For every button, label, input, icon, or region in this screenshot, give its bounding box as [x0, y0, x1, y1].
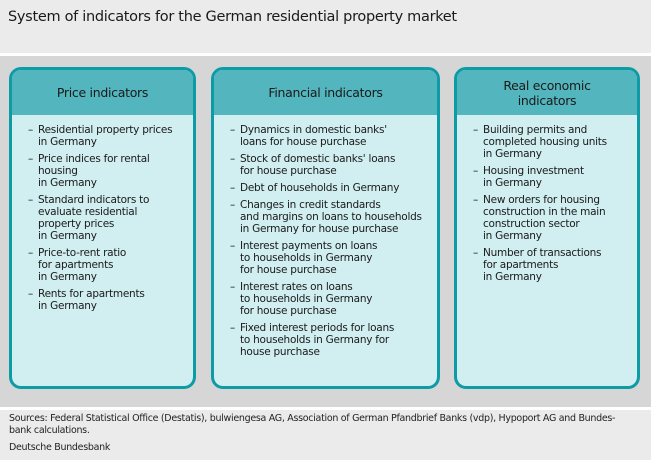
indicator-item: Housing investment in Germany [473, 165, 631, 189]
indicator-item: Price indices for rental housing in Germ… [28, 153, 187, 189]
divider [0, 53, 651, 56]
indicator-item: Debt of households in Germany [230, 182, 431, 194]
indicator-item: Residential property prices in Germany [28, 124, 187, 148]
indicator-item: Rents for apartments in Germany [28, 288, 187, 312]
indicator-item: Changes in credit standards and margins … [230, 199, 431, 235]
indicator-item: Stock of domestic banks' loans for house… [230, 153, 431, 177]
indicator-item: Building permits and completed housing u… [473, 124, 631, 160]
figure-title: System of indicators for the German resi… [8, 9, 457, 25]
financial-indicators-box: Financial indicatorsDynamics in domestic… [211, 67, 440, 389]
sources-note: Sources: Federal Statistical Office (Des… [9, 413, 616, 436]
box-heading: Financial indicators [214, 70, 437, 115]
indicator-item: Dynamics in domestic banks' loans for ho… [230, 124, 431, 148]
real-economic-indicators-box: Real economic indicatorsBuilding permits… [454, 67, 640, 389]
price-indicators-box: Price indicatorsResidential property pri… [9, 67, 196, 389]
box-heading: Price indicators [12, 70, 193, 115]
publisher-label: Deutsche Bundesbank [9, 442, 111, 453]
indicator-item: New orders for housing construction in t… [473, 194, 631, 242]
box-heading: Real economic indicators [457, 70, 637, 115]
indicator-list: Residential property prices in GermanyPr… [12, 124, 193, 312]
indicator-item: Interest rates on loans to households in… [230, 281, 431, 317]
indicator-list: Dynamics in domestic banks' loans for ho… [214, 124, 437, 358]
indicator-item: Number of transactions for apartments in… [473, 247, 631, 283]
indicator-item: Fixed interest periods for loans to hous… [230, 322, 431, 358]
indicator-item: Interest payments on loans to households… [230, 240, 431, 276]
divider [0, 407, 651, 410]
indicator-item: Price-to-rent ratio for apartments in Ge… [28, 247, 187, 283]
indicator-list: Building permits and completed housing u… [457, 124, 637, 283]
indicator-item: Standard indicators to evaluate resident… [28, 194, 187, 242]
